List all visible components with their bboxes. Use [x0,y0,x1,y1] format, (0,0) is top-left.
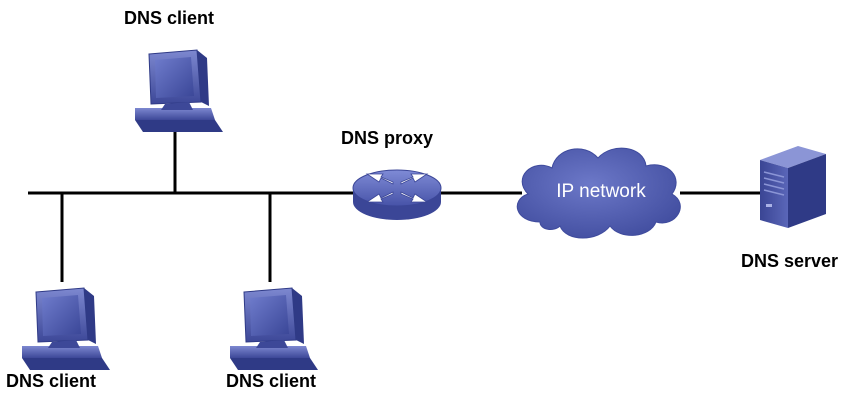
server-icon [760,146,826,228]
cloud-icon: IP network [516,147,681,239]
proxy-label: DNS proxy [341,128,434,148]
server-label: DNS server [741,251,839,271]
client-bottom-middle-computer-icon [229,287,319,371]
network-label: IP network [556,181,646,202]
client-bottom-middle-label: DNS client [226,371,317,391]
client-top-label: DNS client [124,8,215,28]
client-top-computer-icon [134,49,224,133]
client-bottom-left-label: DNS client [6,371,97,391]
router-icon [352,169,442,220]
client-bottom-left-computer-icon [21,287,111,371]
